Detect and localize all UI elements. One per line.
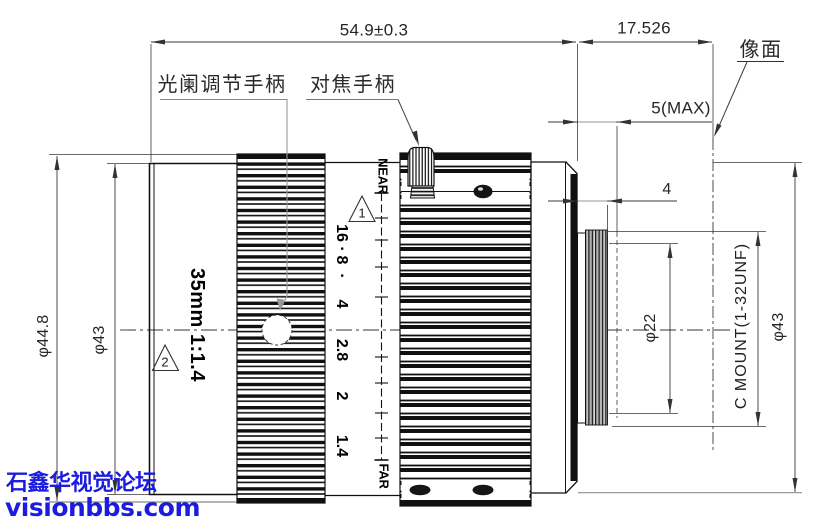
- focus-ring: [399, 152, 532, 507]
- watermark-forum-name: 石鑫华视觉论坛: [6, 471, 157, 496]
- triangle-note-1: [348, 194, 376, 223]
- front-barrel: [148, 162, 237, 496]
- lens-body: [148, 146, 608, 507]
- fstop-index-line: [374, 192, 389, 461]
- label-focus-handle: 对焦手柄: [310, 72, 396, 96]
- fstop-dot-a: ·: [333, 246, 350, 252]
- fstop-4: 4: [333, 299, 350, 309]
- top-screw: [473, 184, 493, 199]
- leader-lines: [160, 61, 784, 311]
- fstop-1-4: 1.4: [333, 434, 350, 458]
- focus-knob: [407, 146, 436, 199]
- dim-thread-minor-diameter: φ22: [642, 313, 659, 343]
- dim-rear-barrel-diameter: φ43: [770, 312, 787, 342]
- bottom-screw-right: [472, 484, 494, 496]
- triangle-note-1-number: 1: [358, 205, 366, 221]
- far-marking: FAR: [376, 463, 392, 489]
- triangle-note-2-number: 2: [161, 354, 169, 370]
- fstop-2: 2: [333, 391, 350, 401]
- dim-mount-spec: C MOUNT(1-32UNF): [733, 242, 750, 410]
- scale-section: [325, 161, 400, 497]
- set-screws: [409, 184, 494, 496]
- c-mount-thread: [577, 229, 608, 426]
- dim-thread-protrusion-max: 5(MAX): [651, 98, 711, 118]
- dimension-arrows: [54, 39, 798, 501]
- note-triangles: [151, 194, 376, 372]
- lens-model-marking: 35mm 1:1.4: [186, 268, 208, 382]
- fstop-16: 16: [333, 224, 350, 242]
- aperture-ring: [236, 153, 326, 504]
- triangle-note-2: [151, 343, 180, 372]
- fstop-8: 8: [333, 255, 350, 265]
- rear-barrel: [530, 161, 578, 494]
- dim-front-barrel-diameter: φ43: [91, 325, 108, 355]
- fstop-dot-b: ·: [333, 273, 350, 279]
- aperture-handle-hidden-circle: [261, 314, 293, 346]
- fstop-2-8: 2.8: [333, 338, 350, 362]
- dim-front-outer-diameter: φ44.8: [35, 314, 52, 358]
- bottom-screw-left: [409, 484, 431, 496]
- watermark-site-url: visionbbs.com: [5, 493, 201, 522]
- dim-thread-length: 4: [662, 181, 672, 198]
- dim-total-length: 54.9±0.3: [339, 20, 409, 40]
- near-marking: NEAR: [375, 158, 391, 194]
- dim-flange-distance: 17.526: [617, 18, 671, 38]
- label-aperture-handle: 光阑调节手柄: [157, 72, 287, 96]
- label-image-plane: 像面: [739, 37, 783, 61]
